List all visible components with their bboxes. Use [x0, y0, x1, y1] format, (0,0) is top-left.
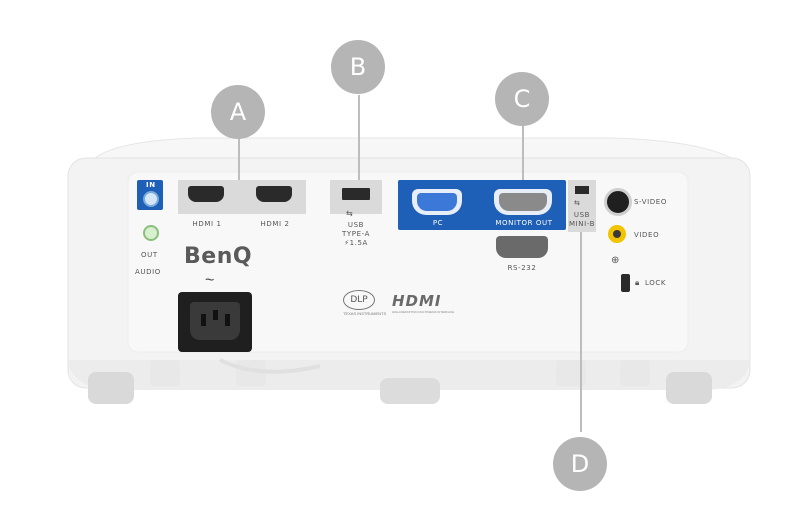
center-foot — [380, 378, 440, 404]
monitor-out-vga-port — [494, 189, 552, 215]
lock-label: LOCK — [645, 279, 667, 287]
callout-a-line — [238, 138, 240, 180]
left-foot — [88, 372, 134, 404]
pc-vga-port — [412, 189, 462, 215]
usb-mini-label-2: MINI-B — [568, 220, 596, 228]
audio-in-label: IN — [146, 181, 156, 189]
callout-b-line — [358, 95, 360, 180]
dlp-mark: DLP — [343, 290, 375, 310]
hdmi1-port — [188, 186, 224, 202]
lock-slot — [621, 274, 630, 292]
audio-out-label: OUT — [141, 251, 158, 259]
hdmi-sub: HIGH-DEFINITION MULTIMEDIA INTERFACE — [392, 310, 455, 314]
hdmi2-port — [256, 186, 292, 202]
callout-d-line — [580, 192, 582, 432]
ground-icon: ⊕ — [611, 255, 620, 266]
usb-a-port — [342, 188, 370, 200]
right-foot — [666, 372, 712, 404]
usb-a-label-1: USB — [347, 221, 365, 229]
padlock-icon: 🔒︎ — [635, 278, 640, 287]
callout-d: D — [553, 437, 607, 491]
audio-out-jack — [143, 225, 159, 241]
ac-power-tilde-icon: ~ — [205, 272, 215, 289]
benq-logo: BenQ — [184, 244, 253, 269]
callout-b: B — [331, 40, 385, 94]
monitor-out-label: MONITOR OUT — [495, 219, 553, 227]
dlp-logo: DLP TEXAS INSTRUMENTS — [343, 290, 386, 316]
callout-c: C — [495, 72, 549, 126]
usb-a-icon: ⇆ — [346, 209, 354, 218]
rs232-port — [496, 236, 548, 258]
video-jack — [608, 225, 626, 243]
callout-a: A — [211, 85, 265, 139]
pc-label: PC — [432, 219, 444, 227]
power-inlet — [178, 292, 252, 352]
usb-mini-icon: ⇆ — [574, 199, 581, 207]
usb-mini-port — [575, 186, 589, 194]
hdmi2-label: HDMI 2 — [260, 220, 290, 228]
usb-a-label-3: ⚡1.5A — [344, 239, 368, 247]
audio-label: AUDIO — [135, 268, 161, 276]
dlp-sub: TEXAS INSTRUMENTS — [343, 311, 387, 316]
callout-c-line — [522, 125, 524, 185]
svideo-label: S-VIDEO — [634, 198, 667, 206]
usb-mini-label-1: USB — [573, 211, 591, 219]
usb-a-label-2: TYPE-A — [342, 230, 370, 238]
audio-in-jack — [143, 191, 159, 207]
video-label: VIDEO — [634, 231, 660, 239]
hdmi1-label: HDMI 1 — [192, 220, 222, 228]
svideo-port — [604, 188, 632, 216]
rs232-label: RS-232 — [507, 264, 537, 272]
hdmi-logo: HDMI HIGH-DEFINITION MULTIMEDIA INTERFAC… — [392, 292, 454, 314]
hdmi-mark: HDMI — [392, 292, 442, 310]
